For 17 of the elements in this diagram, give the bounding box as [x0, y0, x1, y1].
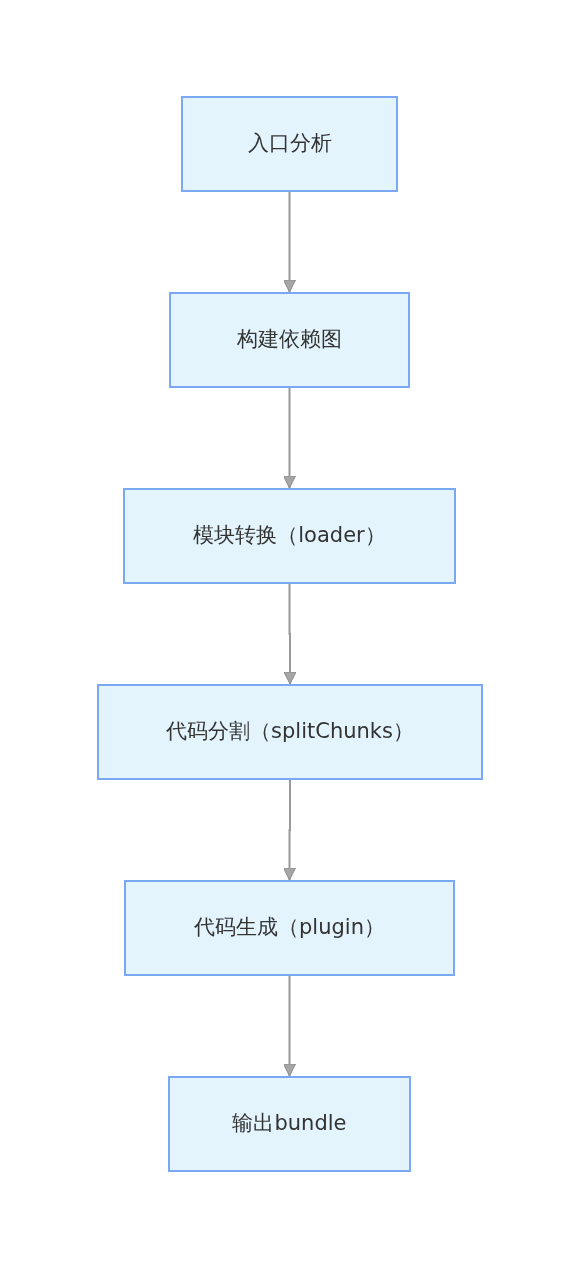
- arrow: [283, 387, 296, 489]
- arrow: [283, 779, 296, 881]
- arrow: [283, 583, 297, 685]
- step-label: 输出bundle: [232, 1111, 347, 1137]
- process-box: [124, 880, 455, 976]
- process-box: [168, 1076, 411, 1172]
- arrow: [283, 975, 296, 1077]
- step-label: 入口分析: [247, 131, 332, 157]
- step-label: 代码生成（plugin）: [194, 915, 385, 941]
- process-box: [123, 488, 456, 584]
- process-box: [97, 684, 483, 780]
- step-label: 构建依赖图: [237, 327, 342, 353]
- arrow: [283, 191, 296, 293]
- step-label: 模块转换（loader）: [193, 523, 386, 549]
- process-box: [169, 292, 410, 388]
- step-label: 代码分割（splitChunks）: [166, 719, 414, 745]
- process-box: [181, 96, 398, 192]
